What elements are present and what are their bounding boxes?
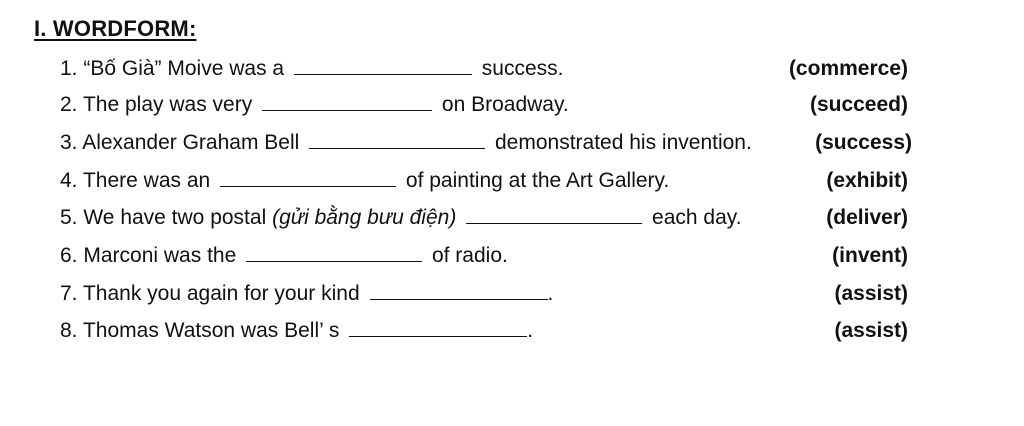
section-heading: I. WORDFORM: (34, 16, 197, 41)
word-hint-2: (succeed) (809, 93, 908, 116)
item-text-after: each day. (652, 206, 742, 229)
item-text-after: of radio. (431, 244, 508, 267)
item-text-after: demonstrated his invention. (495, 131, 752, 154)
item-number: 5. (60, 206, 78, 229)
item-number: 7. (60, 282, 78, 305)
item-number: 6. (60, 244, 78, 267)
answer-blank[interactable] (220, 168, 397, 187)
item-text-before: There was an (82, 169, 211, 192)
answer-blank[interactable] (349, 318, 528, 337)
word-hint-4: (exhibit) (826, 169, 908, 192)
exercise-item-6: 6. Marconi was the of radio. (60, 242, 508, 270)
answer-blank[interactable] (262, 92, 433, 111)
exercise-item-2: 2. The play was very on Broadway. (60, 91, 569, 119)
item-number: 4. (60, 169, 78, 192)
word-hint-1: (commerce) (788, 57, 908, 80)
word-hint-7: (assist) (834, 282, 908, 305)
word-hint-3: (success) (815, 131, 912, 154)
item-text-before: Marconi was the (83, 244, 237, 267)
exercise-item-8: 8. Thomas Watson was Bell’ s . (60, 317, 533, 345)
item-text-after: success. (481, 57, 564, 80)
item-text-before: We have two postal (83, 206, 267, 229)
item-text-after: of painting at the Art Gallery. (405, 169, 670, 192)
item-number: 2. (60, 93, 78, 116)
exercise-item-1: 1. “Bố Già” Moive was a success. (60, 55, 563, 83)
item-text-after: . (527, 319, 534, 342)
exercise-item-3: 3. Alexander Graham Bell demonstrated hi… (60, 129, 752, 157)
item-text-before: Thank you again for your kind (82, 282, 360, 305)
answer-blank[interactable] (309, 130, 486, 149)
item-text-before: Thomas Watson was Bell’ s (82, 319, 340, 342)
item-number: 1. (60, 57, 78, 80)
word-hint-5: (deliver) (826, 206, 908, 229)
exercise-item-5: 5. We have two postal (gửi bằng bưu điện… (60, 204, 742, 232)
answer-blank[interactable] (466, 205, 643, 224)
exercise-item-7: 7. Thank you again for your kind . (60, 280, 553, 308)
word-hint-8: (assist) (834, 319, 908, 342)
exercise-item-4: 4. There was an of painting at the Art G… (60, 167, 669, 195)
item-number: 8. (60, 319, 78, 342)
item-text-before: “Bố Già” Moive was a (83, 57, 285, 80)
answer-blank[interactable] (369, 281, 548, 300)
item-number: 3. (60, 131, 78, 154)
item-text-after: on Broadway. (441, 93, 569, 116)
answer-blank[interactable] (246, 243, 423, 262)
word-hint-6: (invent) (832, 244, 908, 267)
item-vietnamese-gloss: (gửi bằng bưu điện) (272, 206, 457, 229)
item-text-before: Alexander Graham Bell (82, 131, 300, 154)
item-text-after: . (547, 282, 554, 305)
answer-blank[interactable] (293, 56, 472, 75)
item-text-before: The play was very (82, 93, 253, 116)
